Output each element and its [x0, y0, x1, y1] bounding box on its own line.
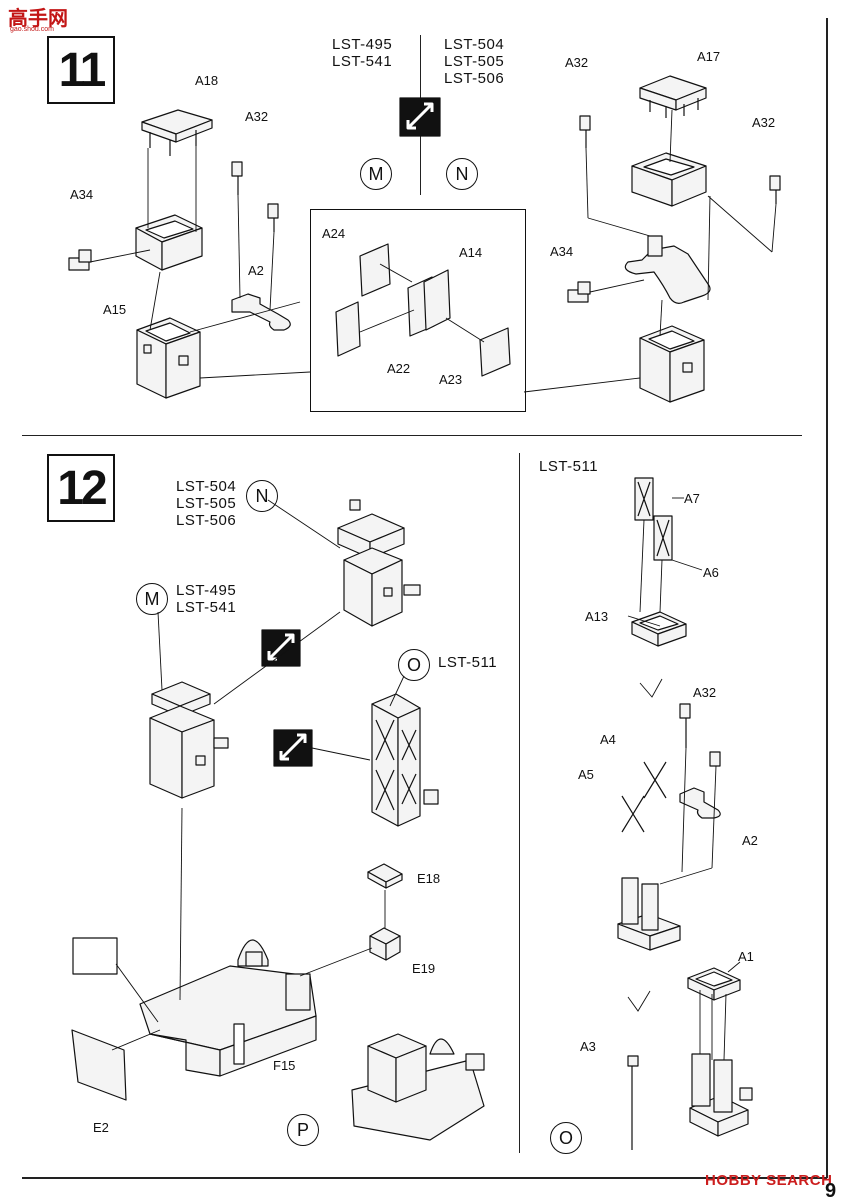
option-m-badge-12: M: [136, 583, 168, 615]
part-a17-grille: [639, 75, 707, 118]
part-platform-right: [624, 235, 711, 304]
part-label-a5: A5: [578, 767, 594, 782]
option-n-badge-12: N: [246, 480, 278, 512]
part-box-right: [631, 152, 707, 207]
inset-detail-box: [310, 209, 526, 412]
assembly-o-tower: [371, 693, 439, 827]
part-cab-lower-right: [639, 325, 705, 403]
option-m-badge: M: [360, 158, 392, 190]
part-a32-lamps: [231, 161, 279, 232]
option-o-badge-side: O: [550, 1122, 582, 1154]
site-logo: 高手网: [8, 8, 68, 30]
variant-swap-icon-12b: [273, 729, 313, 767]
part-label-a6: A6: [703, 565, 719, 580]
variant-swap-icon-12a: [261, 629, 301, 667]
part-a18-roof: [141, 109, 213, 156]
option-o-badge-12: O: [398, 649, 430, 681]
part-label-a34-right: A34: [550, 244, 574, 259]
assembly-tower-final: [689, 1053, 753, 1137]
part-a4-a5-crosses: [621, 761, 667, 833]
step-12-m-variants: LST-495 LST-541: [176, 582, 237, 616]
step-12-o-variant: LST-511: [438, 654, 498, 671]
assembly-n-bridge: [337, 499, 421, 627]
part-label-a3: A3: [580, 1039, 596, 1054]
part-a13: [631, 611, 687, 647]
part-a6: [653, 515, 673, 561]
part-label-a15: A15: [103, 302, 127, 317]
part-label-f15: F15: [273, 1058, 296, 1073]
part-a32-side: [679, 703, 721, 767]
part-label-a32-side: A32: [693, 685, 717, 700]
part-label-a1: A1: [738, 949, 754, 964]
part-label-a7: A7: [684, 491, 700, 506]
part-label-e19: E19: [412, 961, 436, 976]
assembly-guide-lines: [89, 109, 777, 1061]
step-12-n-variants: LST-504 LST-505 LST-506: [176, 478, 237, 529]
part-label-a32-right: A32: [565, 55, 589, 70]
part-label-a32-far-right: A32: [752, 115, 776, 130]
step-11-variants-left: LST-495 LST-541: [332, 36, 393, 70]
site-logo-sub: gao.shou.com: [10, 26, 54, 33]
part-e2-rail: [71, 1029, 127, 1101]
watermark-hobby-search: HOBBY SEARCH: [705, 1172, 833, 1189]
part-label-a14: A14: [459, 245, 483, 260]
part-label-a23: A23: [439, 372, 463, 387]
frame-bottom-border: [22, 1177, 827, 1179]
part-a32-lamps-right: [579, 115, 781, 204]
part-a15-open-box: [135, 214, 203, 271]
part-label-a2-side: A2: [742, 833, 758, 848]
option-p-badge: P: [287, 1114, 319, 1146]
step-11-variants-right: LST-504 LST-505 LST-506: [444, 36, 505, 87]
part-e18: [367, 863, 403, 889]
page-number: 9: [825, 1180, 837, 1202]
part-a2-platform: [231, 293, 291, 331]
assembly-tower-mid: [617, 877, 681, 951]
part-label-a17: A17: [697, 49, 721, 64]
part-e19: [369, 927, 401, 961]
part-label-a34: A34: [70, 187, 94, 202]
assembly-p-complete: [351, 1033, 485, 1141]
assembly-m-bridge: [149, 681, 229, 799]
part-a3-pole: [627, 1055, 639, 1150]
part-label-a18: A18: [195, 73, 219, 88]
part-label-a22: A22: [387, 361, 411, 376]
part-label-a24: A24: [322, 226, 346, 241]
column-divider: [519, 453, 521, 1153]
part-label-e2: E2: [93, 1120, 109, 1135]
part-label-a13: A13: [585, 609, 609, 624]
part-cab-lower-left: [136, 317, 201, 399]
side-panel-title: LST-511: [539, 458, 599, 475]
frame-right-border: [826, 18, 828, 1178]
part-label-e18: E18: [417, 871, 441, 886]
variant-swap-icon-11: [399, 97, 441, 137]
part-a1: [687, 967, 741, 1001]
part-a34-bracket-right: [567, 281, 591, 303]
part-label-a32: A32: [245, 109, 269, 124]
part-a7: [634, 477, 654, 521]
part-label-a4: A4: [600, 732, 616, 747]
step-11-number: 11: [47, 36, 115, 104]
option-n-badge: N: [446, 158, 478, 190]
step-divider: [22, 435, 802, 437]
detail-magnifier: [72, 937, 118, 975]
step-12-number: 12: [47, 454, 115, 522]
part-label-a2: A2: [248, 263, 264, 278]
inset-parts: [335, 243, 511, 377]
part-a34-bracket: [68, 249, 92, 271]
assembly-f15-deck: [139, 939, 317, 1077]
